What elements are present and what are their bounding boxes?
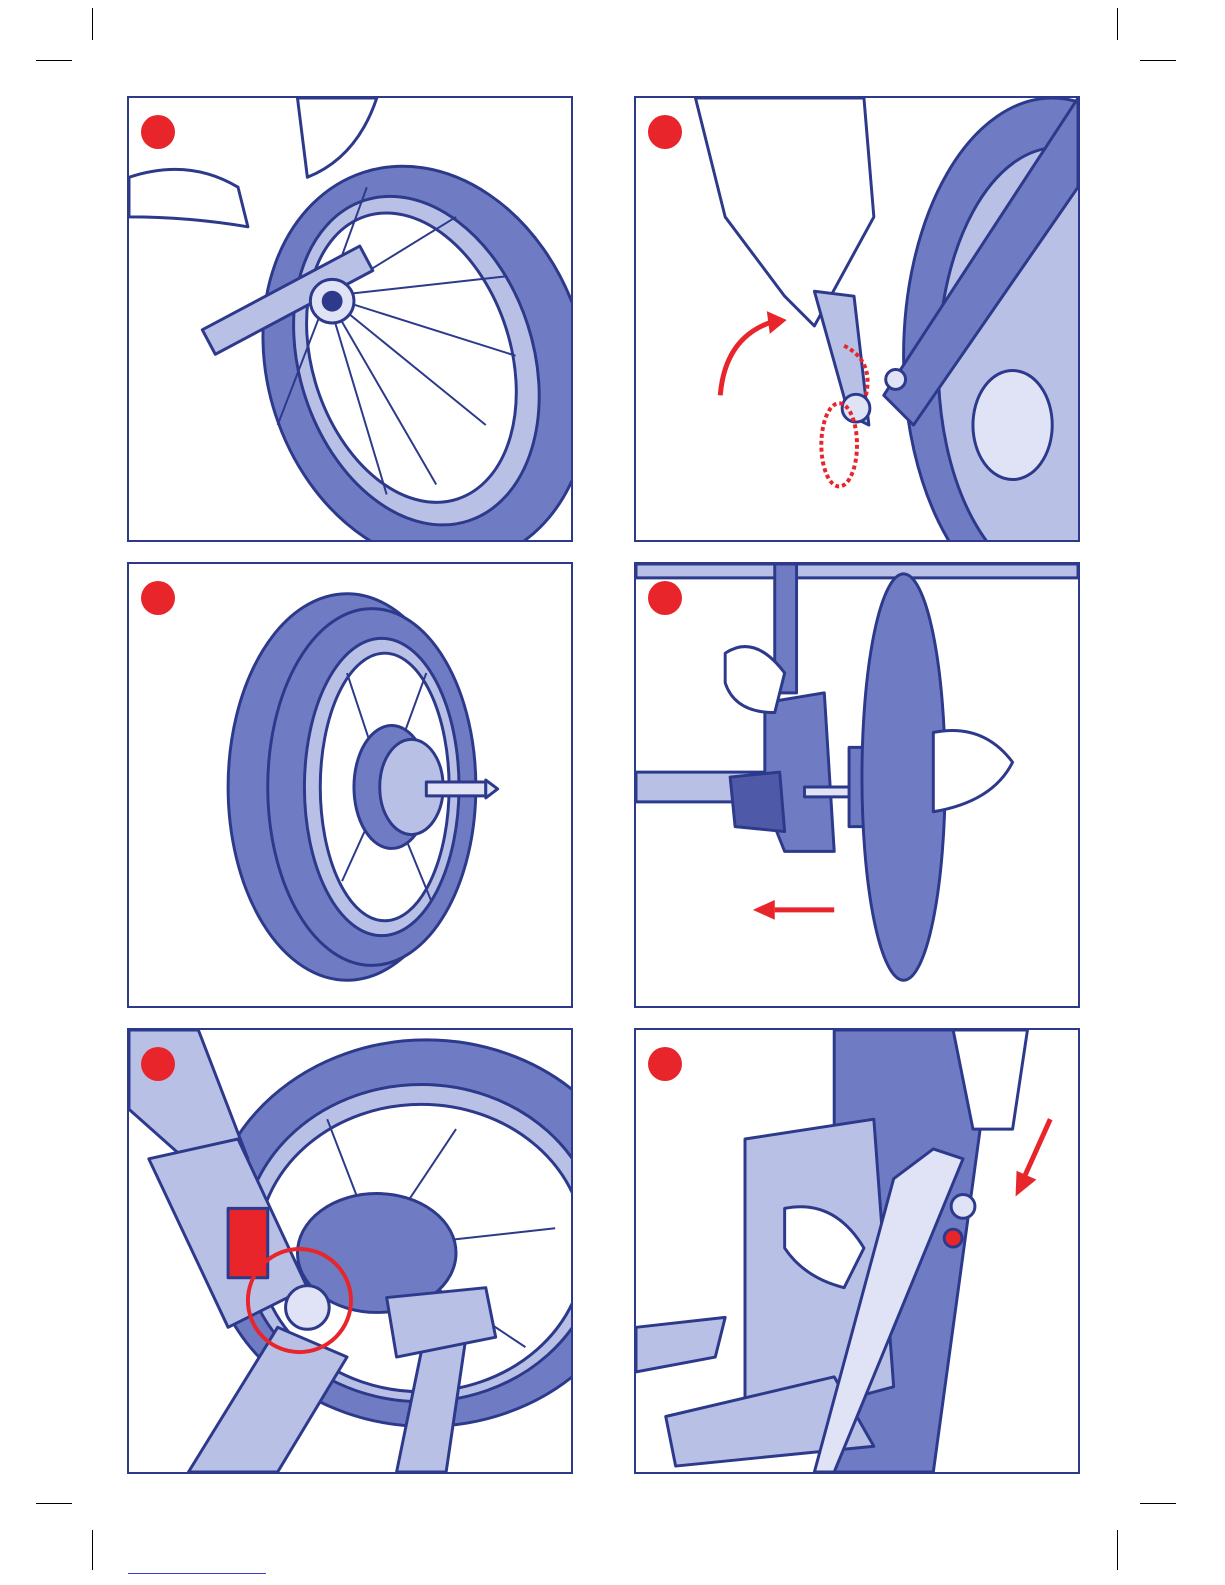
step-panel-2 (634, 96, 1080, 542)
crop-mark (36, 1503, 72, 1504)
step-badge-6 (648, 1047, 682, 1081)
step-panel-3 (127, 562, 573, 1008)
step-badge-2 (648, 115, 682, 149)
quick-release-lever-icon (636, 98, 1078, 540)
step-badge-5 (141, 1047, 175, 1081)
crop-mark (36, 60, 72, 61)
step-panel-1 (127, 96, 573, 542)
step-panel-6 (634, 1028, 1080, 1474)
step-badge-1 (141, 115, 175, 149)
fold-stroller-frame-icon (636, 1030, 1078, 1472)
step-badge-3 (141, 581, 175, 615)
step-badge-4 (648, 581, 682, 615)
crop-mark (1117, 8, 1118, 40)
crop-mark (1117, 1530, 1118, 1570)
remove-wheel-from-hub-icon (636, 564, 1078, 1006)
wheel-axle-bolt-wrench-icon (129, 98, 571, 540)
front-wheel-with-brake-drum-icon (129, 564, 571, 1006)
crop-mark (1140, 1503, 1176, 1504)
step-panel-4 (634, 562, 1080, 1008)
crop-mark (92, 1530, 93, 1570)
suspension-spring-pin-icon (129, 1030, 571, 1472)
footer-link-underline[interactable] (128, 1573, 266, 1574)
step-panel-5 (127, 1028, 573, 1474)
crop-mark (1140, 60, 1176, 61)
crop-mark (92, 8, 93, 40)
